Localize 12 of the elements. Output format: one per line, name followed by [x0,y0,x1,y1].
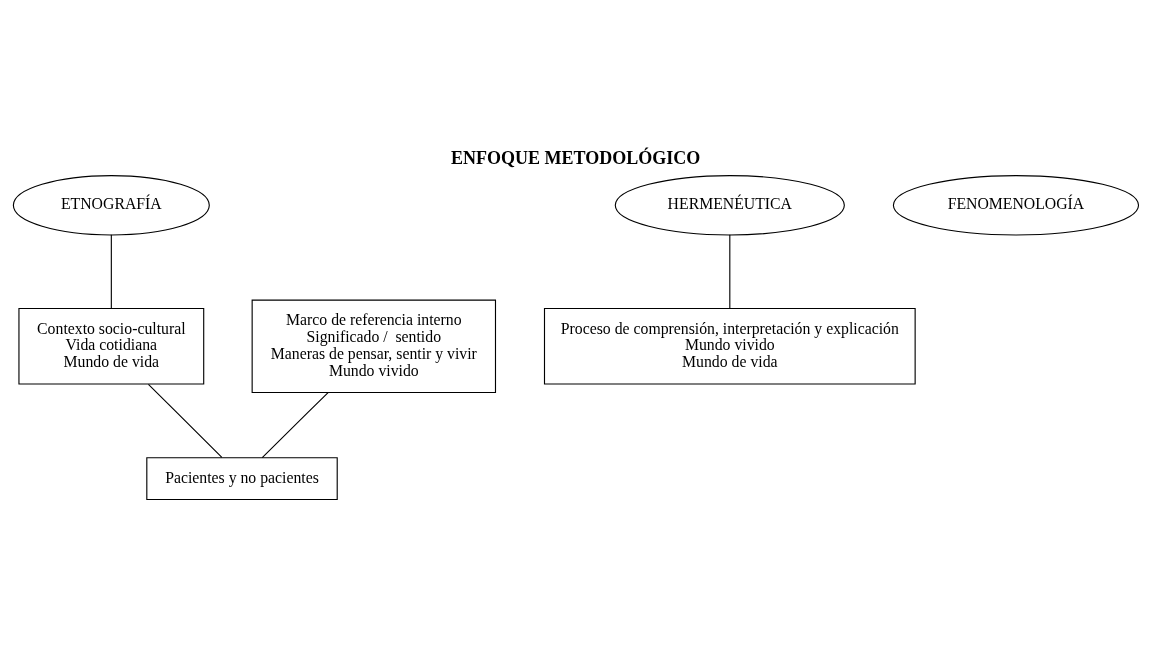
node-box: Contexto socio-cultural Vida cotidiana Mundo de vida [18,307,205,385]
node-box: Proceso de comprensión, interpretación y explicación Mundo vivido Mundo de vida [543,307,916,385]
node-ellipse: ETNOGRAFÍA [12,174,210,235]
connector [729,233,731,309]
connector [261,391,329,458]
connector [110,233,112,309]
node-ellipse: FENOMENOLOGÍA [892,174,1140,235]
node-ellipse: HERMENÉUTICA [614,174,845,235]
diagram-title: ENFOQUE METODOLÓGICO [450,147,701,168]
node-box: Pacientes y no pacientes [146,456,338,500]
node-box: Marco de referencia interno Significado / sentido Maneras de pensar, sentir y vivir Mundo vivido [251,299,497,393]
connector [147,383,223,458]
